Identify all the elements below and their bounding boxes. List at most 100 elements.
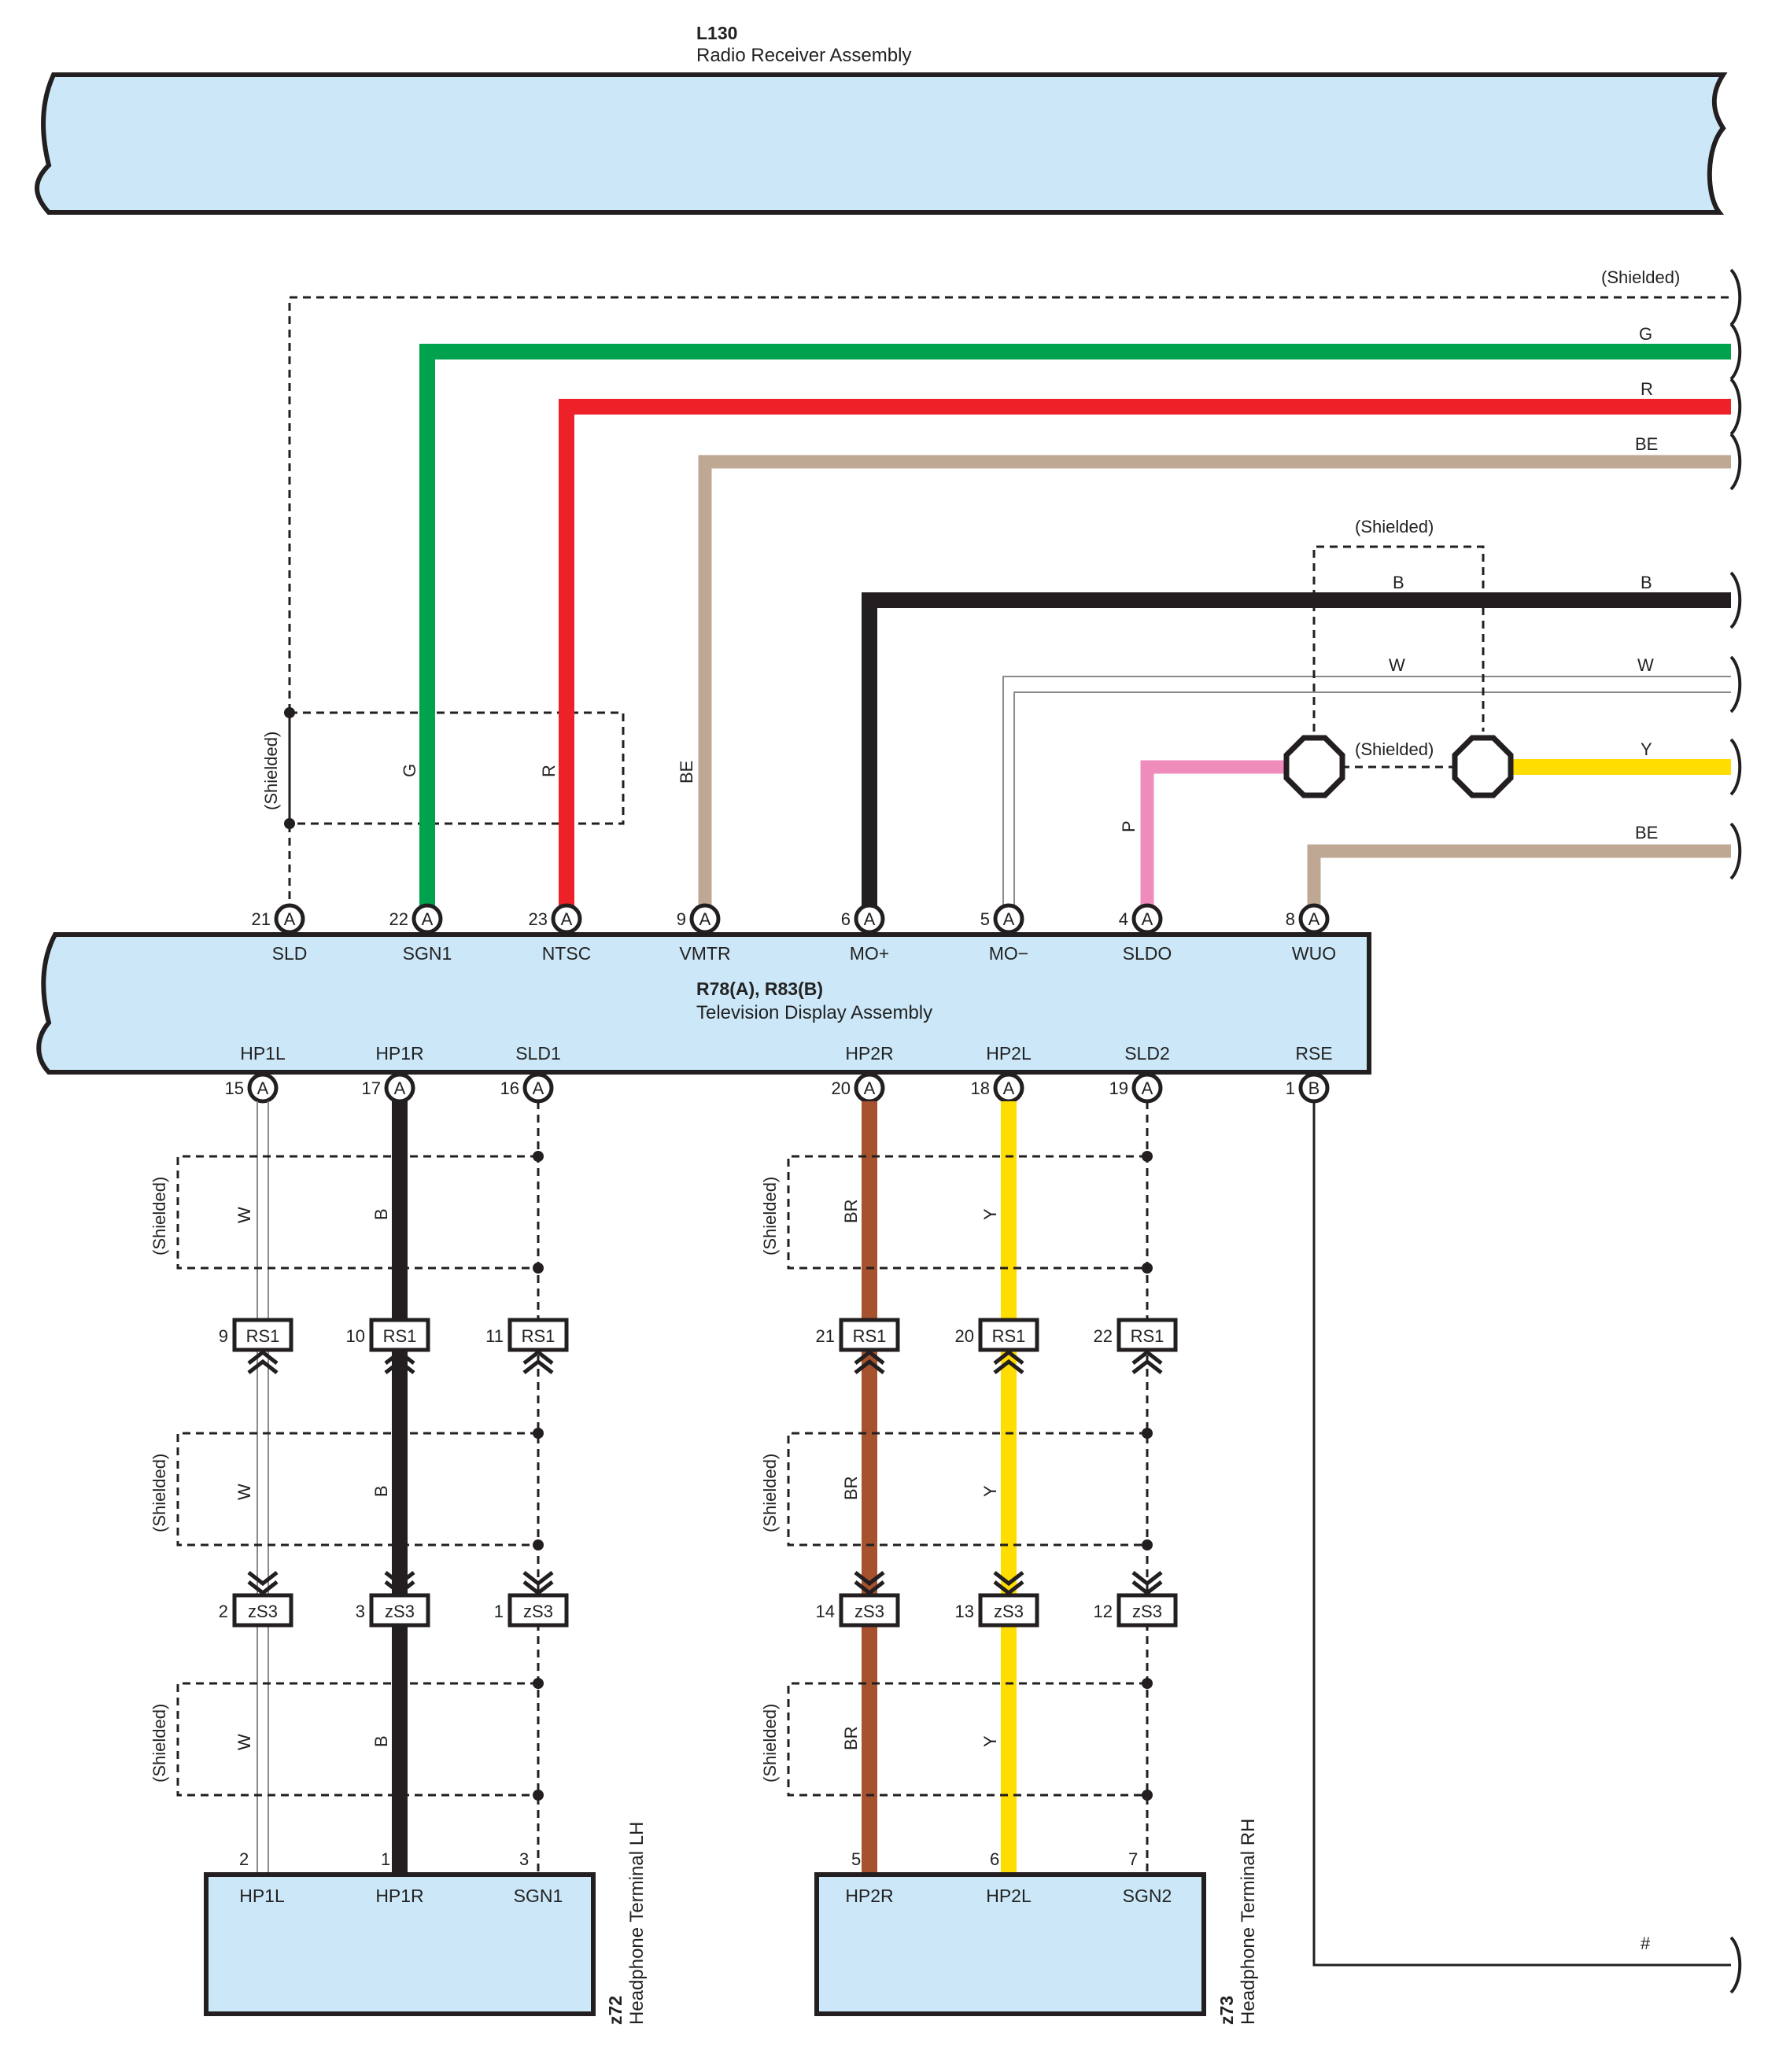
pin-number: 4 <box>1119 909 1128 929</box>
connector-label: zS3 <box>854 1602 884 1621</box>
wire-white-mo-minus-b <box>1013 691 1731 912</box>
pin-number: 23 <box>529 909 548 929</box>
shield-label: (Shielded) <box>760 1177 780 1255</box>
chevron-up-icon <box>854 1349 885 1374</box>
pin-name: SLD <box>272 943 308 964</box>
connector-label: RS1 <box>246 1326 280 1346</box>
headphone-terminal-rh: 5 6 7 HP2R HP2L SGN2 z73 Headphone Termi… <box>814 1819 1259 2025</box>
chevron-down-icon <box>854 1571 885 1596</box>
pin-circle <box>274 903 305 935</box>
wire-label-2: B <box>371 1735 391 1747</box>
connector-pin-number: 12 <box>1094 1602 1113 1621</box>
connector-box <box>232 1593 293 1628</box>
connector-box <box>978 1593 1039 1628</box>
chevron-up-icon <box>1131 1349 1163 1374</box>
connector-label: RS1 <box>992 1326 1026 1346</box>
wire-label-2: B <box>371 1208 391 1220</box>
lh-code: z72 <box>605 1996 626 2025</box>
splice-octagon-right <box>1452 735 1514 798</box>
wire-white-mo-minus-a <box>1002 676 1731 912</box>
connector-box <box>839 1593 900 1628</box>
pin-circle <box>1298 903 1330 935</box>
upper-wires <box>419 344 1731 912</box>
pin-number: 18 <box>971 1078 990 1098</box>
label-vert-g: G <box>400 764 419 777</box>
connector-pin-number: 22 <box>1094 1326 1113 1346</box>
shield-label: (Shielded) <box>149 1177 169 1255</box>
pin-name: RSE <box>1295 1043 1332 1064</box>
shield-box <box>176 1682 538 1797</box>
shield-label: (Shielded) <box>149 1454 169 1532</box>
chevron-down-icon <box>522 1571 554 1596</box>
pin-connector-letter: A <box>1308 909 1320 929</box>
wire-black-mo-plus <box>862 592 1731 912</box>
pin-number: 20 <box>832 1078 851 1098</box>
tv-name: Television Display Assembly <box>696 1002 932 1023</box>
shield-box <box>176 1432 538 1547</box>
pin-connector-letter: A <box>1142 1078 1153 1098</box>
chevron-up-icon <box>384 1349 415 1374</box>
pin-circle <box>551 903 582 935</box>
rh-name-1: HP2R <box>845 1886 893 1906</box>
wire-label-1: BR <box>841 1476 861 1500</box>
lh-name-1: HP1L <box>239 1886 285 1906</box>
pin-connector-letter: A <box>1003 909 1015 929</box>
wire-label-2: Y <box>980 1208 1000 1220</box>
wire-red-ntsc <box>559 399 1731 912</box>
right-break-marks <box>1729 268 1742 1994</box>
pin-name: HP1R <box>375 1043 423 1064</box>
pin-connector-letter: A <box>533 1078 544 1098</box>
connector-pin-number: 13 <box>955 1602 974 1621</box>
chevron-up-icon <box>247 1349 279 1374</box>
wire-rse <box>1312 1101 1731 1967</box>
chevron-down-icon <box>384 1571 415 1596</box>
pin-name: HP1L <box>240 1043 286 1064</box>
connector-box <box>507 1318 569 1352</box>
connector-pin-number: 9 <box>219 1326 228 1346</box>
pin-number: 19 <box>1109 1078 1128 1098</box>
pin-circle <box>412 903 443 935</box>
pin-connector-letter: A <box>699 909 711 929</box>
pin-connector-letter: A <box>1142 909 1153 929</box>
shield-splice <box>1142 1790 1153 1801</box>
label-mid-w: W <box>1389 655 1405 675</box>
rh-pin-3: 7 <box>1128 1849 1138 1869</box>
lh-pin-2: 1 <box>381 1849 390 1869</box>
shield-splice <box>533 1678 544 1689</box>
pin-number: 22 <box>389 909 408 929</box>
shield-label-top-left: (Shielded) <box>261 732 281 810</box>
shield-box <box>787 1432 1147 1547</box>
pin-number: 21 <box>252 909 271 929</box>
pin-circle <box>1131 903 1163 935</box>
pin-name: NTSC <box>542 943 592 964</box>
shield-label: (Shielded) <box>760 1454 780 1532</box>
pin-connector-letter: B <box>1308 1078 1320 1098</box>
shield-splice-bottom <box>284 818 295 829</box>
label-right-be2: BE <box>1635 823 1658 842</box>
connector-pin-number: 3 <box>356 1602 365 1621</box>
wire-label-1: W <box>234 1734 254 1750</box>
rh-pin-2: 6 <box>990 1849 999 1869</box>
shield-splice <box>1142 1539 1153 1550</box>
wire-beige-wuo <box>1307 844 1731 912</box>
pin-number: 1 <box>1286 1078 1295 1098</box>
pin-connector-letter: A <box>284 909 296 929</box>
shield-splice <box>533 1790 544 1801</box>
pin-number: 17 <box>362 1078 381 1098</box>
connector-label: zS3 <box>248 1602 278 1621</box>
